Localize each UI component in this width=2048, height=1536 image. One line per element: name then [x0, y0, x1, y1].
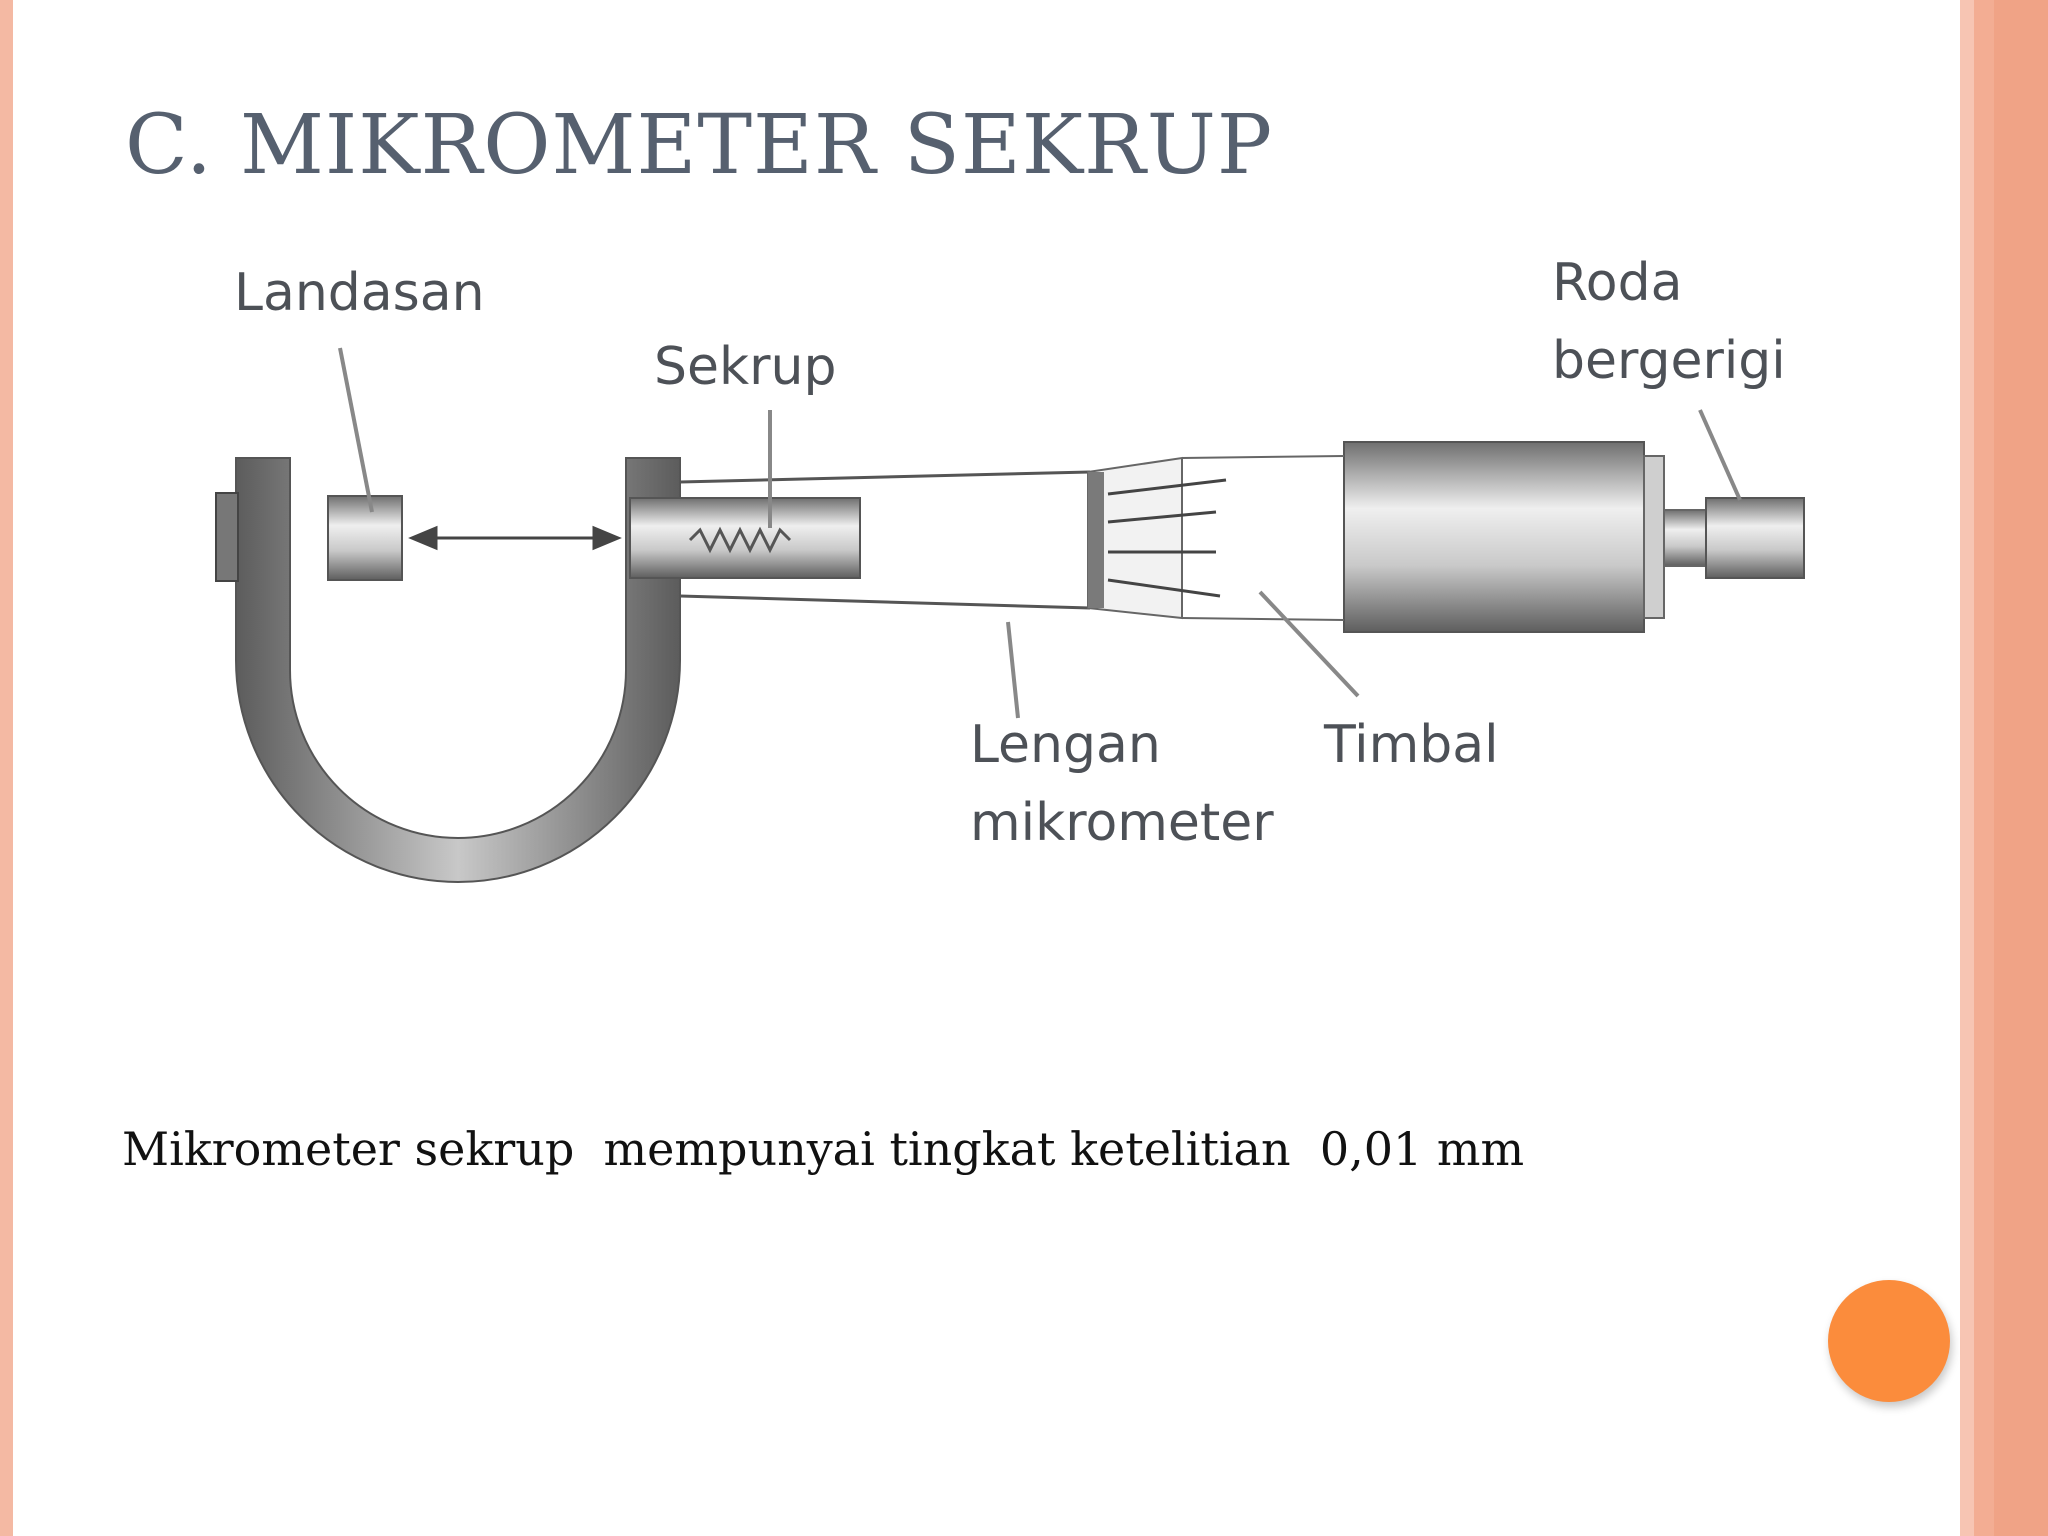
measurement-arrow	[408, 525, 622, 551]
micrometer-body	[1343, 441, 1645, 633]
left-border-stripe	[0, 0, 13, 1536]
micrometer-diagram: Landasan Sekrup Roda bergerigi Lengan mi…	[215, 253, 1805, 883]
anvil	[327, 495, 403, 581]
label-roda-line2: bergerigi	[1552, 331, 1786, 391]
ratchet-collar	[1643, 455, 1665, 619]
spring	[688, 526, 792, 554]
label-landasan: Landasan	[234, 263, 485, 323]
slide-caption: Mikrometer sekrup mempunyai tingkat kete…	[122, 1122, 1525, 1176]
thimble-top-line	[1181, 455, 1345, 459]
right-border-band	[1994, 0, 2048, 1536]
orange-circle-decoration	[1828, 1280, 1950, 1402]
label-lengan-line2: mikrometer	[970, 793, 1274, 853]
thimble-bottom-line	[1181, 617, 1345, 621]
c-frame	[215, 457, 681, 883]
ratchet-knob	[1663, 497, 1805, 579]
slide-title: C. MIKROMETER SEKRUP	[125, 98, 1274, 193]
label-sekrup: Sekrup	[654, 337, 836, 397]
label-timbal: Timbal	[1323, 715, 1499, 775]
label-lengan-line1: Lengan	[970, 715, 1161, 775]
right-border-mid	[1974, 0, 1994, 1536]
right-border-light	[1960, 0, 1974, 1536]
label-roda-line1: Roda	[1552, 253, 1682, 313]
thimble	[1087, 456, 1227, 620]
leader-lines	[338, 347, 1742, 719]
